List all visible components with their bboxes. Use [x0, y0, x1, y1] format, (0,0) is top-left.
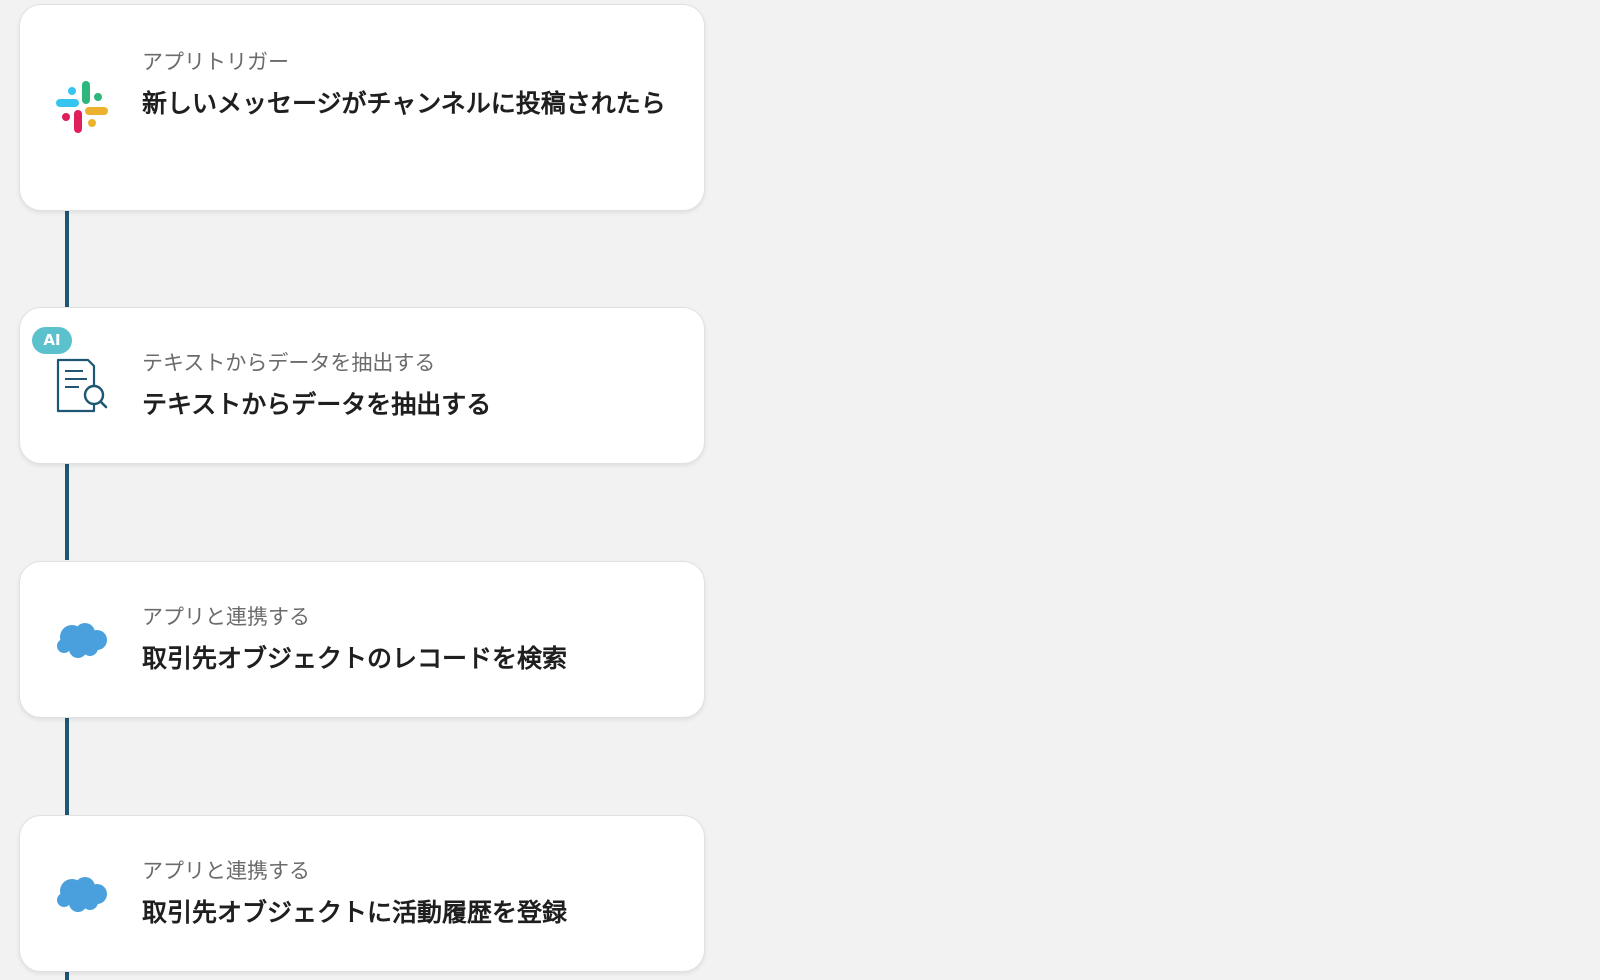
step-card-ai-extract[interactable]: AI テキストからデータを抽出する テキストからデータを抽出する: [19, 307, 705, 464]
step-text: テキストからデータを抽出する テキストからデータを抽出する: [142, 348, 670, 425]
slack-icon: [54, 79, 110, 135]
step-type-label: アプリと連携する: [142, 605, 310, 629]
salesforce-cloud-icon: [54, 866, 110, 922]
step-text: アプリと連携する 取引先オブジェクトのレコードを検索: [142, 602, 670, 679]
step-type-label: テキストからデータを抽出する: [142, 351, 436, 375]
step-type-label: アプリと連携する: [142, 859, 310, 883]
step-title: 取引先オブジェクトに活動履歴を登録: [142, 898, 568, 927]
flow-connector: [65, 718, 69, 815]
step-card-salesforce-search[interactable]: アプリと連携する 取引先オブジェクトのレコードを検索: [19, 561, 705, 718]
ai-badge: AI: [32, 327, 72, 354]
step-card-slack-trigger[interactable]: アプリトリガー 新しいメッセージがチャンネルに投稿されたら: [19, 4, 705, 211]
salesforce-cloud-icon: [54, 612, 110, 668]
flow-connector: [65, 464, 69, 560]
flow-connector: [65, 972, 69, 980]
step-title: 新しいメッセージがチャンネルに投稿されたら: [142, 89, 666, 118]
step-text: アプリトリガー 新しいメッセージがチャンネルに投稿されたら: [142, 47, 670, 124]
step-title: 取引先オブジェクトのレコードを検索: [142, 644, 568, 673]
flow-connector: [65, 210, 69, 307]
step-text: アプリと連携する 取引先オブジェクトに活動履歴を登録: [142, 856, 670, 933]
document-search-icon: [54, 357, 110, 413]
step-card-salesforce-register[interactable]: アプリと連携する 取引先オブジェクトに活動履歴を登録: [19, 815, 705, 972]
step-title: テキストからデータを抽出する: [142, 390, 492, 419]
step-type-label: アプリトリガー: [142, 50, 289, 74]
